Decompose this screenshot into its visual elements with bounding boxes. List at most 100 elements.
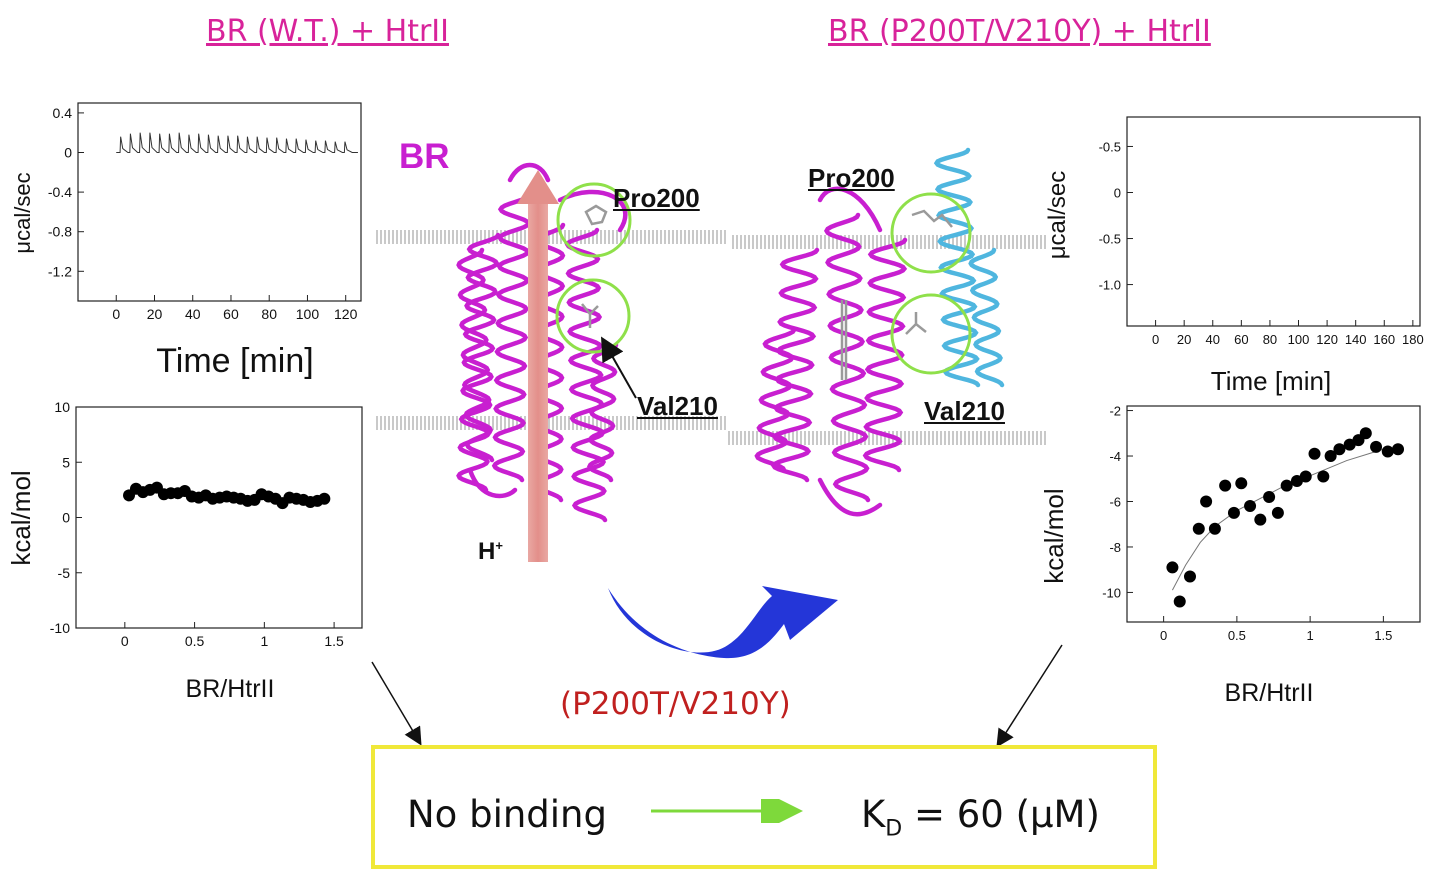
br-helix [456,232,501,493]
mutant-to-result-arrow [996,644,1063,748]
x-tick-label: 0 [121,633,129,649]
data-point [1192,522,1205,535]
br-helix [823,212,871,503]
result-box: No binding KD = 60 (μM) [371,745,1157,869]
x-tick-label: 1 [1307,628,1314,643]
x-tick-label: 0.5 [1228,628,1246,643]
br-structure-wt [456,162,628,523]
y-tick-label: 0.4 [53,105,73,121]
x-axis-label: Time [min] [156,342,313,380]
br-helix [754,327,797,473]
br-helix [491,192,532,483]
data-point [1392,443,1405,456]
y-tick-label: -6 [1109,494,1121,509]
x-tick-label: 60 [223,306,239,322]
header-mutant: BR (P200T/V210Y) + HtrII [828,14,1211,49]
y-tick-label: -0.8 [48,224,72,240]
br-loop [817,186,883,517]
membrane-band-right-bottom [728,431,1048,445]
data-point [1317,470,1330,483]
data-point [1263,490,1276,503]
plot-frame [1126,116,1421,327]
data-point [1200,495,1213,508]
x-tick-label: 60 [1234,332,1248,347]
x-tick-label: 40 [1206,332,1220,347]
pro200-label-right: Pro200 [808,163,895,193]
x-tick-label: 0 [1160,628,1167,643]
htrII-helix [933,147,981,388]
pro200-highlight-circle-right [890,192,972,274]
y-tick-label: -1.2 [48,263,72,279]
pro200-label-left: Pro200 [613,183,700,213]
proton-symbol: H [478,538,496,565]
x-tick-label: 0.5 [185,633,205,649]
val210-label-right: Val210 [924,396,1005,426]
y-axis-label: kcal/mol [6,470,36,565]
data-point [1299,470,1312,483]
no-binding-text: No binding [407,793,607,836]
data-point [1166,561,1179,574]
y-tick-label: -0.5 [1099,232,1121,247]
val210-label-left: Val210 [637,391,718,421]
data-point [1324,450,1337,463]
data-point [1227,506,1240,519]
data-point [1333,443,1346,456]
br-helix [862,237,908,473]
y-axis-label: μcal/sec [1044,171,1071,260]
y-tick-label: 10 [54,399,70,415]
data-point [1381,445,1394,458]
plot-frame [77,102,362,302]
x-tick-label: 1.5 [1374,628,1392,643]
x-tick-label: 180 [1402,332,1424,347]
x-tick-label: 20 [147,306,163,322]
data-point [1308,447,1321,460]
header-wt: BR (W.T.) + HtrII [206,14,449,49]
val210-highlight-circle-left [555,278,631,354]
y-tick-label: -1.0 [1099,278,1121,293]
x-tick-label: 120 [334,306,358,322]
x-tick-label: 1.5 [324,633,344,649]
y-tick-label: -8 [1109,540,1121,555]
br-helix [564,227,608,523]
x-axis-label: BR/HtrII [1225,679,1314,707]
data-point [318,492,331,505]
x-tick-label: 100 [296,306,320,322]
x-tick-label: 80 [1263,332,1277,347]
x-tick-label: 140 [1345,332,1367,347]
data-point [1271,506,1284,519]
proton-charge: + [495,538,503,553]
br-helix [456,247,495,463]
kd-subscript: D [885,816,903,842]
pro200-highlight-circle-left [556,182,632,258]
data-point [1370,440,1383,453]
y-tick-label: 0 [62,510,70,526]
kd-text: KD = 60 (μM) [861,793,1100,841]
x-tick-label: 0 [1152,332,1159,347]
data-point [1244,500,1257,513]
itc-trace [116,132,358,153]
br-helix [586,342,619,483]
kd-symbol: K [861,793,886,836]
data-point [1235,477,1248,490]
val210-pointer-arrow [601,336,637,399]
data-point [1208,522,1221,535]
proton-label: H+ [478,538,503,566]
y-tick-label: -5 [58,565,71,581]
y-tick-label: -10 [50,620,70,636]
data-point [1280,479,1293,492]
data-point [1359,427,1372,440]
y-tick-label: -0.5 [1099,139,1121,154]
proton-pump-arrow [517,170,559,562]
wt-to-result-arrow [371,661,422,746]
y-tick-label: 0 [1114,185,1121,200]
residue-sticks [581,204,953,380]
x-axis-label: Time [min] [1211,366,1331,396]
x-tick-label: 100 [1288,332,1310,347]
data-point [1219,479,1232,492]
data-point [1173,595,1186,608]
y-tick-label: -2 [1109,404,1121,419]
x-tick-label: 120 [1316,332,1338,347]
y-tick-label: 5 [62,454,70,470]
x-axis-label: BR/HtrII [186,675,275,703]
